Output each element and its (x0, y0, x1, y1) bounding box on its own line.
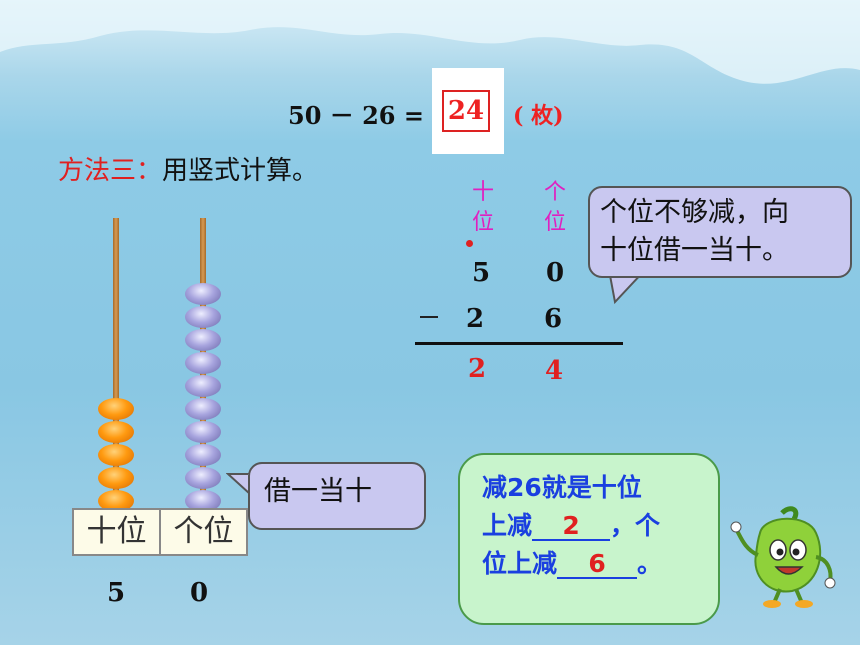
tens-column-header: 十位 (471, 180, 494, 235)
answer-box: 24 (442, 90, 490, 132)
note-line-2a: 上减 (482, 511, 533, 540)
result-ones: 4 (545, 356, 564, 386)
borrow-line-2: 十位借一当十。 (600, 235, 789, 266)
pepper-mascot-icon (730, 506, 836, 608)
subtrahend-tens: 2 (466, 304, 485, 334)
answer-unit: ( 枚) (513, 103, 564, 129)
abacus-bead (98, 398, 134, 420)
abacus-bead (185, 490, 221, 512)
tens-place-label: 十位 (86, 514, 147, 549)
abacus-bead (185, 306, 221, 328)
result-tens: 2 (468, 354, 487, 384)
abacus-tens-value: 5 (107, 578, 126, 608)
note-line-2b: ，个 (610, 511, 661, 540)
result-line (415, 342, 623, 345)
note-line-1: 减26就是十位 (482, 473, 642, 502)
abacus-bead (98, 444, 134, 466)
blank-ones: 6 (557, 551, 638, 579)
abacus-speech-bubble: 借一当十 (248, 462, 426, 530)
abacus-bead (185, 352, 221, 374)
abacus-bead (185, 329, 221, 351)
note-line-3a: 位上减 (482, 549, 558, 578)
abacus-bead (185, 375, 221, 397)
minus-sign (420, 316, 438, 318)
abacus-bead (185, 421, 221, 443)
ones-column-header: 个位 (543, 180, 566, 235)
abacus-bead (98, 421, 134, 443)
abacus-bead (185, 467, 221, 489)
answer-card (432, 68, 504, 154)
abacus-bead (185, 444, 221, 466)
top-wave-decoration (0, 0, 860, 84)
abacus-bead (185, 283, 221, 305)
minuend-ones: 0 (546, 258, 565, 288)
ones-place-label: 个位 (159, 510, 246, 554)
note-line-3b: 。 (637, 549, 663, 578)
place-value-label: 十位 个位 (72, 508, 248, 556)
minuend-tens: 5 (472, 258, 491, 288)
method-label: 方法三： (58, 156, 163, 186)
blank-tens: 2 (532, 513, 611, 541)
abacus-ones-value: 0 (190, 578, 209, 608)
method-heading: 方法三：用竖式计算。 (58, 150, 318, 187)
abacus-bead (185, 398, 221, 420)
borrow-line-1: 个位不够减，向 (600, 197, 789, 228)
tens-rod (113, 218, 119, 508)
method-text: 用竖式计算。 (162, 156, 319, 186)
subtrahend-ones: 6 (544, 304, 563, 334)
abacus-bead (98, 490, 134, 512)
borrow-dot (466, 240, 473, 247)
abacus-bead (98, 467, 134, 489)
borrow-speech-bubble: 个位不够减，向 十位借一当十。 (588, 186, 852, 278)
equation-expression: 50 － 26 = (288, 101, 424, 130)
